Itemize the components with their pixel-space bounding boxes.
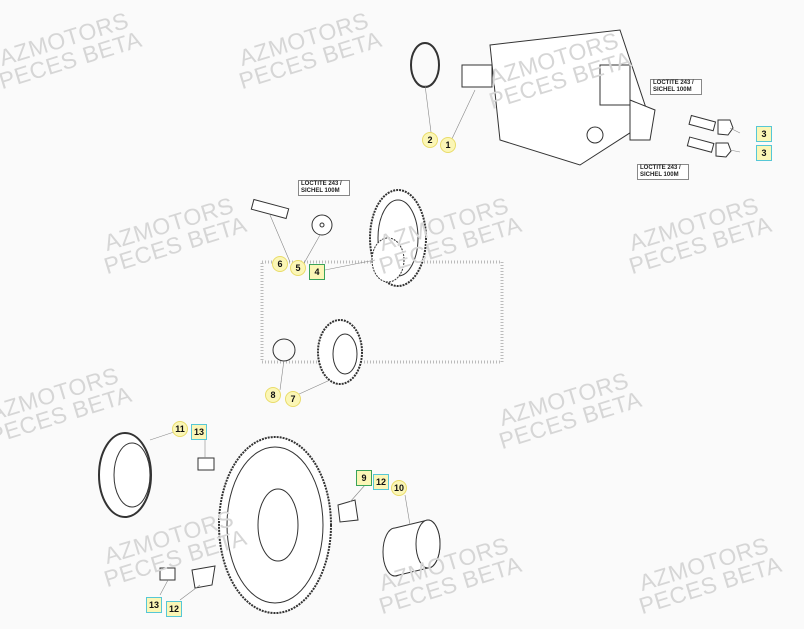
callout-6[interactable]: 6	[272, 256, 288, 272]
idler-gear-assembly	[250, 189, 427, 287]
callout-9[interactable]: 9	[356, 470, 372, 486]
callout-2[interactable]: 2	[422, 132, 438, 148]
callout-4[interactable]: 4	[309, 264, 325, 280]
large-gear	[218, 436, 332, 614]
callout-12[interactable]: 12	[166, 601, 182, 617]
bolts-top	[686, 114, 734, 158]
small-gear-assembly	[272, 319, 363, 385]
callout-8[interactable]: 8	[265, 387, 281, 403]
bushing	[382, 519, 441, 577]
callout-11[interactable]: 11	[172, 421, 188, 437]
callout-12[interactable]: 12	[373, 474, 389, 490]
starter-motor	[410, 29, 656, 166]
loctite-note: LOCTITE 243 / SICHEL 100M	[650, 79, 702, 95]
callout-13[interactable]: 13	[146, 597, 162, 613]
leader-lines	[149, 84, 741, 601]
callout-3[interactable]: 3	[756, 145, 772, 161]
callout-1[interactable]: 1	[440, 137, 456, 153]
loctite-note: LOCTITE 243 / SICHEL 100M	[298, 180, 350, 196]
callout-5[interactable]: 5	[290, 260, 306, 276]
callout-3[interactable]: 3	[756, 126, 772, 142]
small-parts	[159, 457, 359, 589]
callout-13[interactable]: 13	[191, 424, 207, 440]
callout-10[interactable]: 10	[391, 480, 407, 496]
callout-7[interactable]: 7	[285, 391, 301, 407]
loctite-note: LOCTITE 243 / SICHEL 100M	[637, 164, 689, 180]
bearing	[98, 432, 152, 518]
